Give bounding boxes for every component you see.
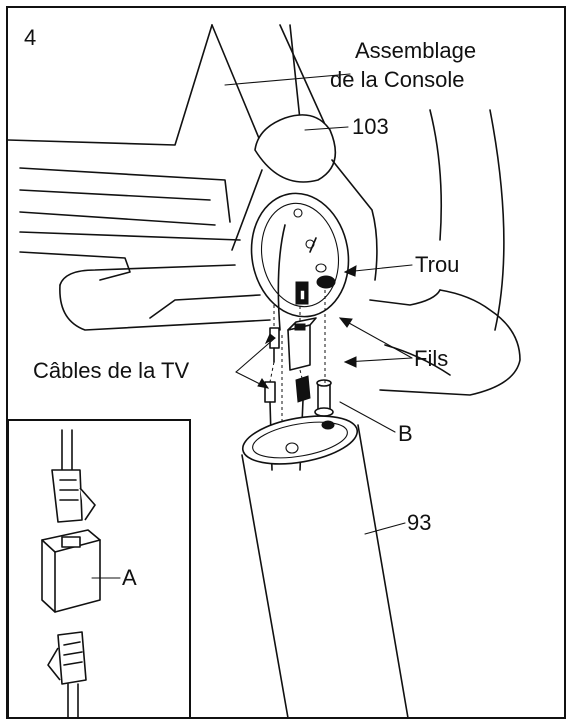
upright-93 xyxy=(241,415,409,719)
console-assembly xyxy=(7,24,521,396)
label-tv-cables: Câbles de la TV xyxy=(33,358,189,383)
label-93: 93 xyxy=(407,510,431,535)
label-hole: Trou xyxy=(415,252,459,277)
bolt-b xyxy=(317,382,331,410)
outer-frame xyxy=(6,6,566,719)
labels: 4 Assemblage de la Console 103 Trou Fils… xyxy=(24,25,476,590)
label-b: B xyxy=(398,421,413,446)
arrowheads xyxy=(257,265,357,389)
label-console-line2: de la Console xyxy=(330,67,465,92)
leader-lines xyxy=(91,73,413,579)
label-a: A xyxy=(122,565,137,590)
label-103: 103 xyxy=(352,114,389,139)
inset-panel xyxy=(7,419,191,719)
label-wires: Fils xyxy=(414,346,448,371)
coupler-a xyxy=(41,529,101,613)
label-console-line1: Assemblage xyxy=(355,38,476,63)
step-number: 4 xyxy=(24,25,36,50)
upright-103 xyxy=(211,24,378,331)
hole-icon xyxy=(316,275,336,289)
